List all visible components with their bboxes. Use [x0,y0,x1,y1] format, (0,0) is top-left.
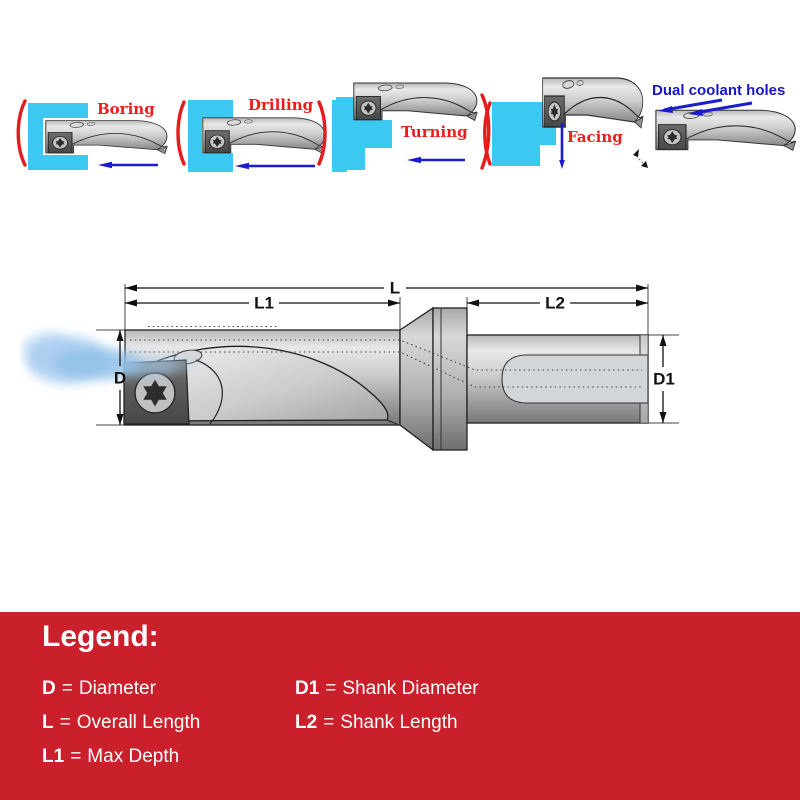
legend-equals: = [61,678,73,699]
dimension-L1: L1 [125,294,400,313]
operation-label-boring: Boring [97,100,155,118]
dimension-D1: D1 [653,335,675,423]
legend-equals: = [325,678,337,699]
coolant-holes-label: Dual coolant holes [652,82,786,99]
feed-arrow-icon [98,161,158,169]
legend-row: L1=Max Depth [42,746,200,768]
operation-facing-icon [483,77,644,169]
operation-turning-icon [336,82,491,170]
insert-pocket-edge [195,359,223,425]
flute-surface [138,345,389,422]
operation-boring-icon [16,99,168,170]
drill-icon [353,82,478,121]
operation-coolant-icon [655,98,797,151]
legend-column-left: D=Diameter L=Overall Length L1=Max Depth [42,678,200,780]
shank-flat [501,354,649,404]
operation-label-drilling: Drilling [248,96,314,114]
collar [432,307,468,451]
coolant-pointer-arrow-icon [688,101,753,116]
legend-equals: = [70,746,82,767]
legend-row: L=Overall Length [42,712,200,734]
dim-label-D1: D1 [653,370,675,389]
rotation-arc-icon [483,101,492,166]
legend-panel: Legend: D=Diameter L=Overall Length L1=M… [0,612,800,800]
legend-desc: Overall Length [76,712,201,733]
rotation-cursor-icon [633,149,648,168]
rotation-arc-icon [317,100,327,166]
feed-arrow-icon [407,156,465,164]
legend-desc: Shank Length [340,712,458,733]
rotation-arc-icon [176,100,186,166]
dim-label-L2: L2 [545,294,565,313]
drill-icon [542,77,644,129]
legend-key: D [42,678,56,699]
drill-icon [202,117,326,155]
dim-label-D: D [114,369,126,388]
legend-key: D1 [295,678,320,699]
drill-icon [45,120,168,155]
dimension-D: D [114,330,126,425]
legend-desc: Max Depth [87,746,180,767]
operation-label-facing: Facing [567,128,623,146]
legend-equals: = [323,712,335,733]
legend-equals: = [59,712,71,733]
dim-label-L1: L1 [254,294,274,313]
dim-label-L: L [390,279,400,298]
center-lines [130,325,642,388]
workpiece-shape [336,97,392,170]
workpiece-shape [492,102,540,166]
legend-row: L2=Shank Length [295,712,479,734]
operation-label-turning: Turning [401,123,468,141]
legend-key: L [42,712,54,733]
drill-body [123,306,649,452]
legend-key: L2 [295,712,318,733]
legend-key: L1 [42,746,65,767]
rotation-arc-icon [480,93,491,170]
dimension-L: L [125,279,648,298]
legend-title: Legend: [42,620,159,653]
legend-column-right: D1=Shank Diameter L2=Shank Length [295,678,479,746]
main-diagram: L L1 L2 [22,279,679,452]
legend-desc: Shank Diameter [342,678,479,699]
legend-row: D1=Shank Diameter [295,678,479,700]
torx-screw-icon [134,372,176,414]
drill-icon [655,109,797,151]
dimension-L2: L2 [467,294,648,313]
legend-row: D=Diameter [42,678,200,700]
legend-desc: Diameter [78,678,156,699]
rotation-arc-icon [16,99,27,167]
taper-cone [399,306,434,452]
workpiece-shape [28,103,88,170]
feed-arrow-icon [235,162,315,170]
coolant-pointer-arrow-icon [658,98,723,113]
feed-arrow-icon [559,123,565,169]
